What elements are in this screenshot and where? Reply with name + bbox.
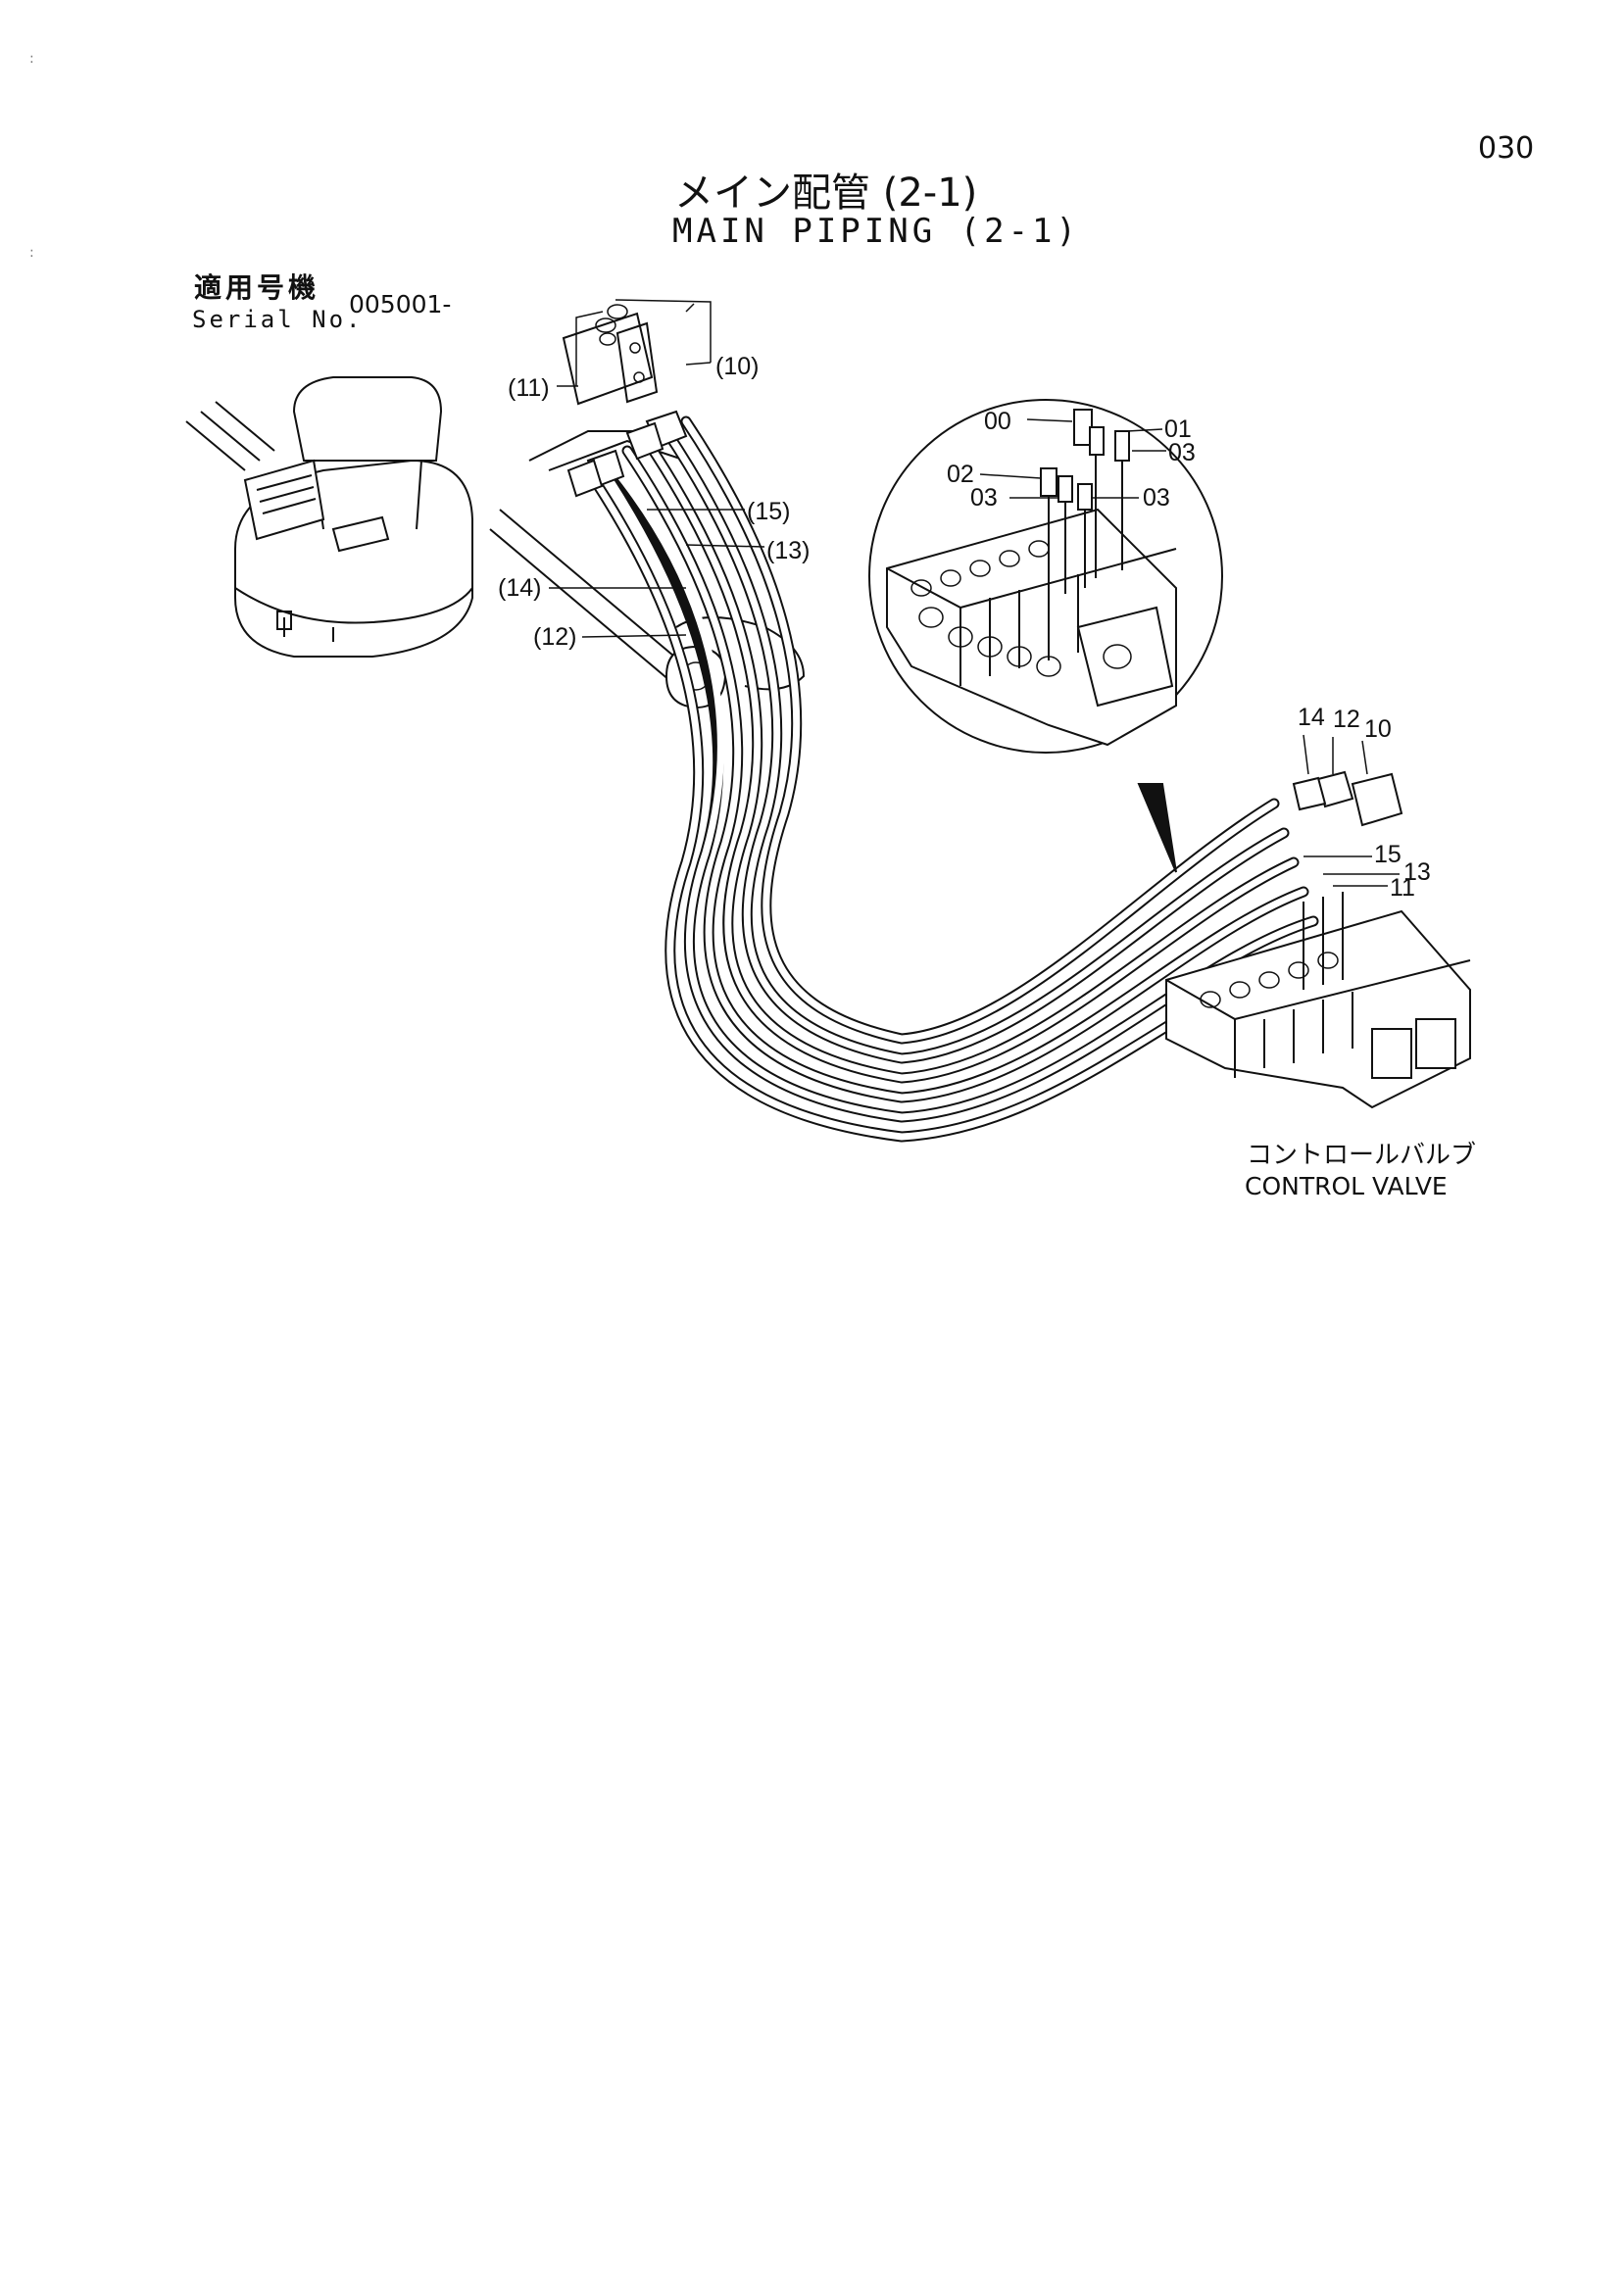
callout-10-left: (10)	[715, 353, 759, 380]
callout-11-left: (11)	[508, 374, 550, 402]
hose-bundle	[566, 410, 1329, 1143]
serial-label-japanese: 適用号機	[194, 271, 320, 304]
valve-callout-13: 13	[1403, 858, 1431, 886]
serial-number-value: 005001-	[349, 290, 452, 318]
control-valve-illustration	[1165, 770, 1471, 1109]
callout-13-left: (13)	[766, 537, 810, 564]
detail-callout-01: 01	[1164, 415, 1192, 443]
valve-callout-11: 11	[1390, 874, 1415, 902]
page-title-english: MAIN PIPING (2-1)	[672, 212, 1080, 251]
detail-callout-02: 02	[947, 461, 974, 488]
callout-14-left: (14)	[498, 574, 541, 602]
leader-lines	[549, 299, 1400, 887]
control-valve-label-english: CONTROL VALVE	[1245, 1172, 1448, 1200]
valve-callout-10: 10	[1364, 715, 1392, 743]
valve-callout-14: 14	[1298, 704, 1325, 731]
detail-magnifier	[868, 399, 1223, 873]
callout-12-left: (12)	[533, 623, 576, 651]
detail-callout-03-lower: 03	[1143, 484, 1170, 512]
valve-callout-15: 15	[1374, 841, 1402, 868]
page-title-japanese: メイン配管 (2-1)	[674, 171, 978, 216]
detail-callout-03-right: 03	[1168, 439, 1196, 466]
hose-bracket	[562, 304, 659, 406]
margin-mark: :	[29, 51, 34, 67]
control-valve-label-japanese: コントロールバルブ	[1247, 1141, 1477, 1170]
excavator-overview-illustration	[185, 376, 473, 658]
page-number: 030	[1478, 131, 1535, 166]
detail-callout-03-left: 03	[970, 484, 998, 512]
callout-15-left: (15)	[747, 498, 790, 525]
margin-mark: :	[29, 245, 34, 261]
valve-callout-12: 12	[1333, 706, 1360, 733]
serial-label-english: Serial No.	[192, 306, 364, 333]
detail-callout-00: 00	[984, 408, 1011, 435]
